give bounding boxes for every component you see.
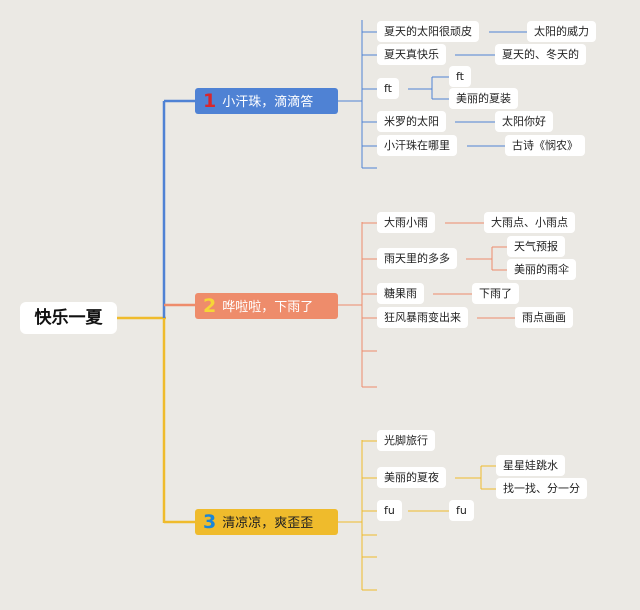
leaf-node[interactable]: 星星娃跳水 <box>496 455 565 476</box>
leaf-node[interactable]: 美丽的雨伞 <box>507 259 576 280</box>
topic-2-node[interactable]: 2 哗啦啦，下雨了 <box>195 293 338 319</box>
topic-3-number: 3 <box>203 511 217 533</box>
subtopic-node[interactable]: fu <box>377 500 402 521</box>
subtopic-node[interactable]: 夏天的太阳很顽皮 <box>377 21 479 42</box>
leaf-node[interactable]: 太阳你好 <box>495 111 553 132</box>
topic-1-label: 小汗珠，滴滴答 <box>222 95 314 110</box>
topic-3-label: 清凉凉，爽歪歪 <box>222 516 314 531</box>
subtopic-node[interactable]: 狂风暴雨变出来 <box>377 307 468 328</box>
subtopic-node[interactable]: 夏天真快乐 <box>377 44 446 65</box>
subtopic-node[interactable]: 雨天里的多多 <box>377 248 457 269</box>
leaf-node[interactable]: fu <box>449 500 474 521</box>
leaf-node[interactable]: 古诗《悯农》 <box>505 135 585 156</box>
leaf-node[interactable]: 下雨了 <box>472 283 519 304</box>
leaf-node[interactable]: 雨点画画 <box>515 307 573 328</box>
subtopic-node[interactable]: 米罗的太阳 <box>377 111 446 132</box>
topic-2-number: 2 <box>203 295 217 317</box>
leaf-node[interactable]: 美丽的夏装 <box>449 88 518 109</box>
root-node[interactable]: 快乐一夏 <box>20 302 117 334</box>
subtopic-node[interactable]: ft <box>377 78 399 99</box>
subtopic-node[interactable]: 糖果雨 <box>377 283 424 304</box>
topic-2-label: 哗啦啦，下雨了 <box>222 300 314 315</box>
subtopic-node[interactable]: 美丽的夏夜 <box>377 467 446 488</box>
leaf-node[interactable]: ft <box>449 66 471 87</box>
topic-1-node[interactable]: 1 小汗珠，滴滴答 <box>195 88 338 114</box>
subtopic-node[interactable]: 光脚旅行 <box>377 430 435 451</box>
leaf-node[interactable]: 天气预报 <box>507 236 565 257</box>
leaf-node[interactable]: 找一找、分一分 <box>496 478 587 499</box>
topic-1-number: 1 <box>203 90 217 112</box>
topic-3-node[interactable]: 3 清凉凉，爽歪歪 <box>195 509 338 535</box>
leaf-node[interactable]: 太阳的威力 <box>527 21 596 42</box>
subtopic-node[interactable]: 小汗珠在哪里 <box>377 135 457 156</box>
leaf-node[interactable]: 夏天的、冬天的 <box>495 44 586 65</box>
leaf-node[interactable]: 大雨点、小雨点 <box>484 212 575 233</box>
subtopic-node[interactable]: 大雨小雨 <box>377 212 435 233</box>
